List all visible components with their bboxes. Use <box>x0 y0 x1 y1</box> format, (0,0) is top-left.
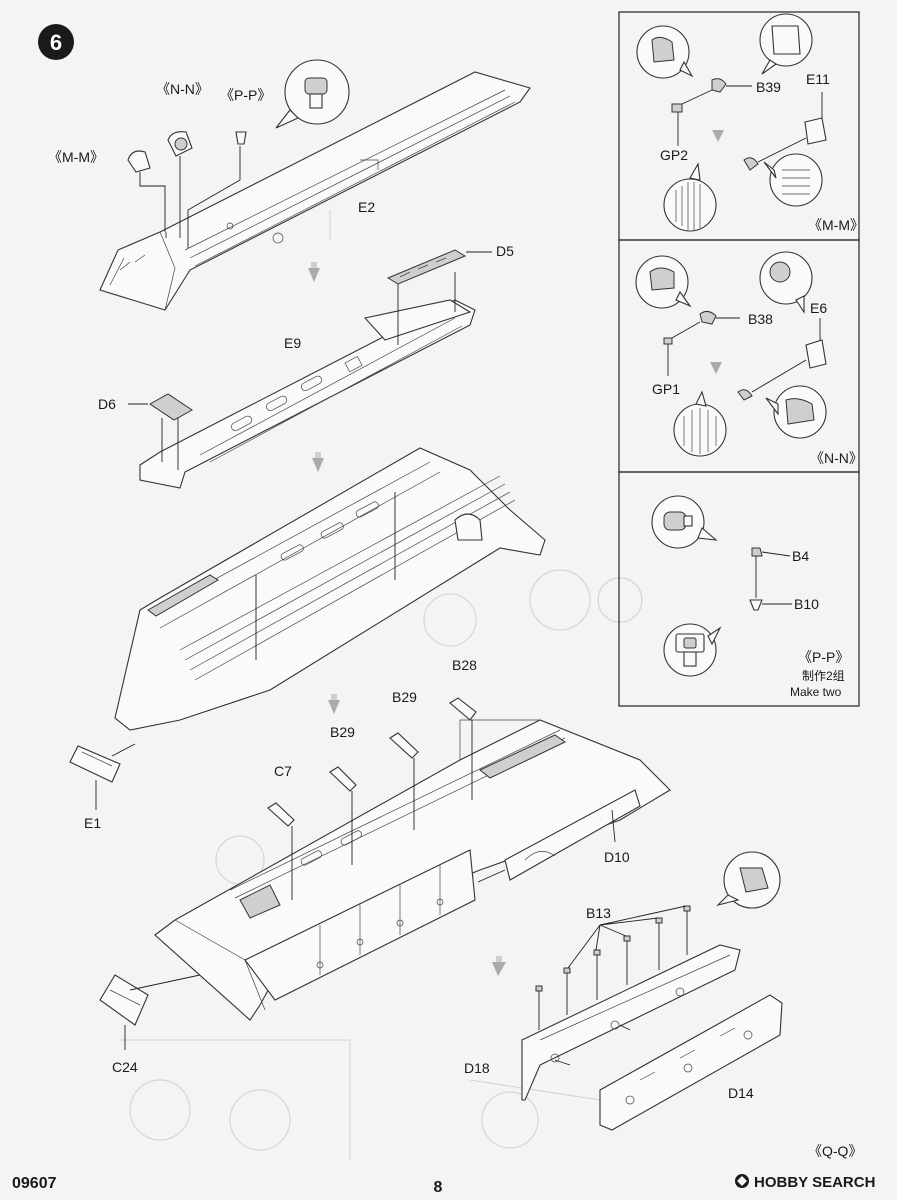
nn-part-cluster <box>167 131 193 238</box>
part-d18 <box>521 944 741 1101</box>
label-e2: E2 <box>358 199 375 215</box>
label-b29-a: B29 <box>392 689 417 705</box>
nn-detail-drawing <box>635 251 827 457</box>
label-b4: B4 <box>792 548 809 564</box>
down-arrow-icon <box>308 262 320 282</box>
label-d10: D10 <box>604 849 630 865</box>
part-labels: E2 D5 E9 D6 E1 B28 B29 B29 C7 D10 B13 C2… <box>84 71 830 1101</box>
qq-detail-bubble <box>716 851 781 909</box>
label-b28: B28 <box>452 657 477 673</box>
label-c7: C7 <box>274 763 292 779</box>
part-d5 <box>386 249 492 285</box>
down-arrow-icon <box>492 956 506 976</box>
part-e2-deck <box>99 71 531 311</box>
label-d14: D14 <box>728 1085 754 1101</box>
part-d6 <box>128 393 193 421</box>
part-d14 <box>599 994 783 1131</box>
callout-qq-detail: 《Q-Q》 <box>808 1143 862 1159</box>
callout-pp-main: 《P-P》 <box>220 87 271 103</box>
step-number: 6 <box>50 30 62 55</box>
part-b28 <box>449 697 477 800</box>
part-b13-set <box>535 905 691 1066</box>
callout-mm-main: 《M-M》 <box>48 149 104 165</box>
detail-panel-pp <box>618 471 860 707</box>
footer-page: 8 <box>434 1179 443 1196</box>
label-gp2: GP2 <box>660 147 688 163</box>
pp-note-cn: 制作2组 <box>802 669 845 683</box>
label-e11: E11 <box>806 71 830 87</box>
label-d6: D6 <box>98 396 116 412</box>
mm-part-cluster <box>127 150 167 238</box>
part-c24 <box>99 974 201 1050</box>
down-arrow-icon <box>312 452 324 472</box>
label-e6: E6 <box>810 300 827 316</box>
pp-detail-drawing <box>651 495 792 677</box>
pp-part-cluster <box>187 131 247 248</box>
label-b29-b: B29 <box>330 724 355 740</box>
part-c7 <box>267 802 295 900</box>
down-arrow-icon <box>328 694 340 714</box>
step-badge: 6 <box>38 24 74 60</box>
watermark-logo-icon <box>735 1174 749 1188</box>
watermark-text: HOBBY SEARCH <box>754 1174 875 1191</box>
part-e9 <box>139 272 476 489</box>
callout-nn-main: 《N-N》 <box>156 81 209 97</box>
label-e9: E9 <box>284 335 301 351</box>
part-e1 <box>69 743 136 810</box>
callout-pp-detail: 《P-P》 <box>798 649 849 665</box>
part-middle-deck <box>114 447 546 731</box>
pp-note-en: Make two <box>790 685 842 699</box>
part-b29-a <box>389 732 419 830</box>
label-d5: D5 <box>496 243 514 259</box>
callout-nn-detail: 《N-N》 <box>810 450 863 466</box>
label-e1: E1 <box>84 815 101 831</box>
label-b39: B39 <box>756 79 781 95</box>
label-b10: B10 <box>794 596 819 612</box>
callout-mm-detail: 《M-M》 <box>808 217 864 233</box>
mm-detail-drawing <box>636 13 827 232</box>
footer-code: 09607 <box>12 1175 57 1192</box>
part-b29-b <box>329 766 357 865</box>
label-b13: B13 <box>586 905 611 921</box>
label-b38: B38 <box>748 311 773 327</box>
part-d10 <box>477 789 641 883</box>
label-gp1: GP1 <box>652 381 680 397</box>
callout-labels: 《M-M》 《N-N》 《P-P》 《M-M》 《N-N》 《P-P》 制作2组… <box>48 81 864 1159</box>
label-d18: D18 <box>464 1060 490 1076</box>
part-lower-hull <box>154 719 671 1021</box>
label-c24: C24 <box>112 1059 138 1075</box>
e2-detail-bubble <box>275 59 350 129</box>
footer: 09607 8 HOBBY SEARCH <box>12 1174 875 1196</box>
